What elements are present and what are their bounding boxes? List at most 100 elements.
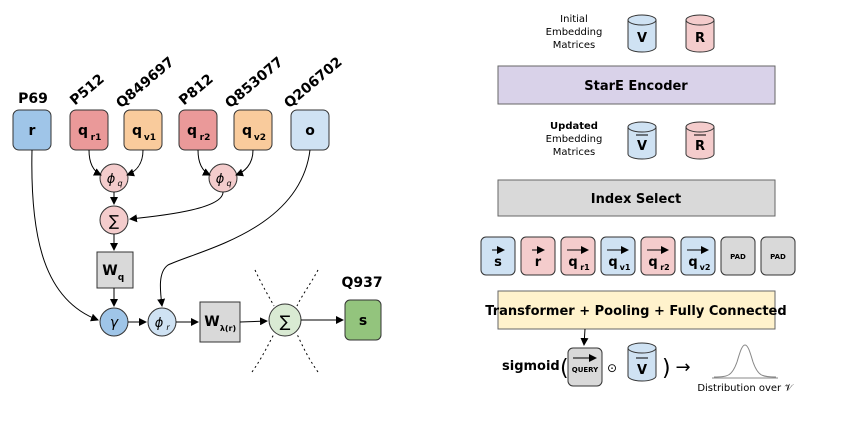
svg-text:q: q bbox=[608, 255, 617, 270]
updated-label-line1: Updated bbox=[550, 121, 598, 132]
paren-close: ) bbox=[662, 356, 671, 381]
svg-text:r: r bbox=[535, 255, 542, 270]
distribution-label: Distribution over 𝒱 bbox=[697, 383, 794, 394]
svg-text:ϕ: ϕ bbox=[216, 172, 225, 187]
svg-text:V: V bbox=[637, 363, 647, 378]
svg-text:StarE Encoder: StarE Encoder bbox=[584, 79, 688, 94]
cylinder-v-output: V bbox=[627, 342, 657, 382]
node-o: o bbox=[290, 109, 330, 151]
svg-text:r: r bbox=[29, 123, 36, 139]
label-o-id: Q206702 bbox=[281, 54, 345, 111]
transformer-block: Transformer + Pooling + Fully Connected bbox=[485, 290, 787, 330]
label-qr2-id: P812 bbox=[176, 71, 217, 109]
node-phi-r: ϕ r bbox=[147, 307, 177, 337]
initial-label-line1: Initial bbox=[560, 14, 588, 25]
svg-text:q: q bbox=[648, 255, 657, 270]
transformer-to-query-arrow bbox=[580, 328, 589, 346]
svg-text:ϕ: ϕ bbox=[107, 172, 116, 187]
svg-text:r2: r2 bbox=[200, 133, 211, 143]
label-r-id: P69 bbox=[18, 91, 48, 107]
svg-text:q: q bbox=[568, 255, 577, 270]
svg-text:v1: v1 bbox=[620, 263, 631, 272]
result-arrow: → bbox=[675, 357, 690, 378]
svg-text:r2: r2 bbox=[660, 263, 670, 272]
token-qr2: q r2 bbox=[640, 236, 676, 276]
node-w-q: W q bbox=[96, 251, 134, 289]
svg-text:PAD: PAD bbox=[730, 253, 746, 261]
svg-text:V: V bbox=[637, 139, 647, 154]
svg-text:R: R bbox=[695, 139, 705, 154]
svg-text:v1: v1 bbox=[144, 133, 156, 143]
svg-text:q: q bbox=[132, 123, 142, 139]
svg-text:q: q bbox=[242, 123, 252, 139]
svg-text:∑: ∑ bbox=[280, 312, 291, 331]
node-phi-q-2: ϕ q bbox=[208, 163, 238, 193]
svg-text:λ(r): λ(r) bbox=[220, 324, 236, 333]
initial-label-line3: Matrices bbox=[553, 40, 595, 51]
svg-text:s: s bbox=[359, 313, 367, 329]
svg-text:r: r bbox=[166, 323, 170, 332]
svg-text:s: s bbox=[494, 255, 502, 270]
token-row: s r q r1 q v1 bbox=[480, 236, 796, 276]
edge-phi2-sum bbox=[129, 191, 224, 223]
sigmoid-label: sigmoid bbox=[502, 359, 560, 374]
edge-qv1-phi1 bbox=[126, 149, 144, 177]
token-pad-2: PAD bbox=[760, 236, 796, 276]
token-s: s bbox=[480, 236, 516, 276]
svg-text:∑: ∑ bbox=[109, 212, 119, 230]
node-qr1: q r1 bbox=[69, 109, 109, 151]
edge-qr1-phi1 bbox=[88, 149, 102, 176]
svg-text:q: q bbox=[688, 255, 697, 270]
node-w-lambda: W λ(r) bbox=[199, 301, 241, 343]
distribution-curve bbox=[712, 344, 778, 379]
dotted-edges bbox=[251, 269, 319, 373]
odot-symbol: ⊙ bbox=[607, 361, 617, 375]
right-pipeline: Initial Embedding Matrices V R StarE Enc… bbox=[480, 14, 796, 394]
svg-text:q: q bbox=[118, 273, 124, 283]
svg-text:γ: γ bbox=[110, 315, 119, 331]
svg-text:o: o bbox=[305, 123, 315, 139]
label-qv1-id: Q849697 bbox=[113, 54, 177, 111]
edge-r-gamma bbox=[31, 149, 99, 322]
token-qv1: q v1 bbox=[600, 236, 636, 276]
svg-text:v2: v2 bbox=[254, 133, 266, 143]
svg-text:q: q bbox=[117, 179, 122, 188]
cylinder-r-updated: R bbox=[685, 121, 715, 160]
token-r: r bbox=[520, 236, 556, 276]
cylinder-r-initial: R bbox=[685, 14, 715, 53]
node-sum-qualifiers: ∑ bbox=[99, 205, 129, 235]
token-qv2: q v2 bbox=[680, 236, 716, 276]
node-qv2: q v2 bbox=[233, 109, 273, 151]
svg-text:W: W bbox=[204, 314, 219, 330]
cylinder-v-updated: V bbox=[627, 121, 657, 160]
edge-qv2-phi2 bbox=[235, 149, 254, 177]
token-pad-1: PAD bbox=[720, 236, 756, 276]
svg-text:W: W bbox=[102, 263, 117, 279]
query-box: QUERY bbox=[567, 347, 603, 387]
paren-open: ( bbox=[560, 356, 569, 381]
node-r: r bbox=[12, 109, 52, 151]
label-qr1-id: P512 bbox=[67, 71, 108, 109]
node-sum-output: ∑ bbox=[268, 303, 302, 337]
svg-text:V: V bbox=[637, 31, 647, 46]
edge-wlambda-sum bbox=[239, 317, 268, 326]
initial-label-line2: Embedding bbox=[546, 27, 603, 38]
edge-o-phir bbox=[157, 149, 311, 307]
svg-text:QUERY: QUERY bbox=[572, 366, 599, 374]
node-s: s bbox=[344, 299, 382, 341]
svg-text:ϕ: ϕ bbox=[155, 316, 164, 331]
svg-text:r1: r1 bbox=[580, 263, 590, 272]
node-gamma: γ bbox=[99, 307, 129, 337]
graph-edges bbox=[31, 149, 344, 326]
svg-text:q: q bbox=[226, 179, 231, 188]
node-qr2: q r2 bbox=[178, 109, 218, 151]
svg-text:v2: v2 bbox=[700, 263, 711, 272]
node-qv1: q v1 bbox=[123, 109, 163, 151]
updated-label-line3: Matrices bbox=[553, 147, 595, 158]
label-qv2-id: Q853077 bbox=[222, 54, 286, 111]
cylinder-v-initial: V bbox=[627, 14, 657, 53]
index-select-block: Index Select bbox=[497, 179, 776, 217]
svg-text:r1: r1 bbox=[91, 133, 102, 143]
svg-text:R: R bbox=[695, 31, 705, 46]
